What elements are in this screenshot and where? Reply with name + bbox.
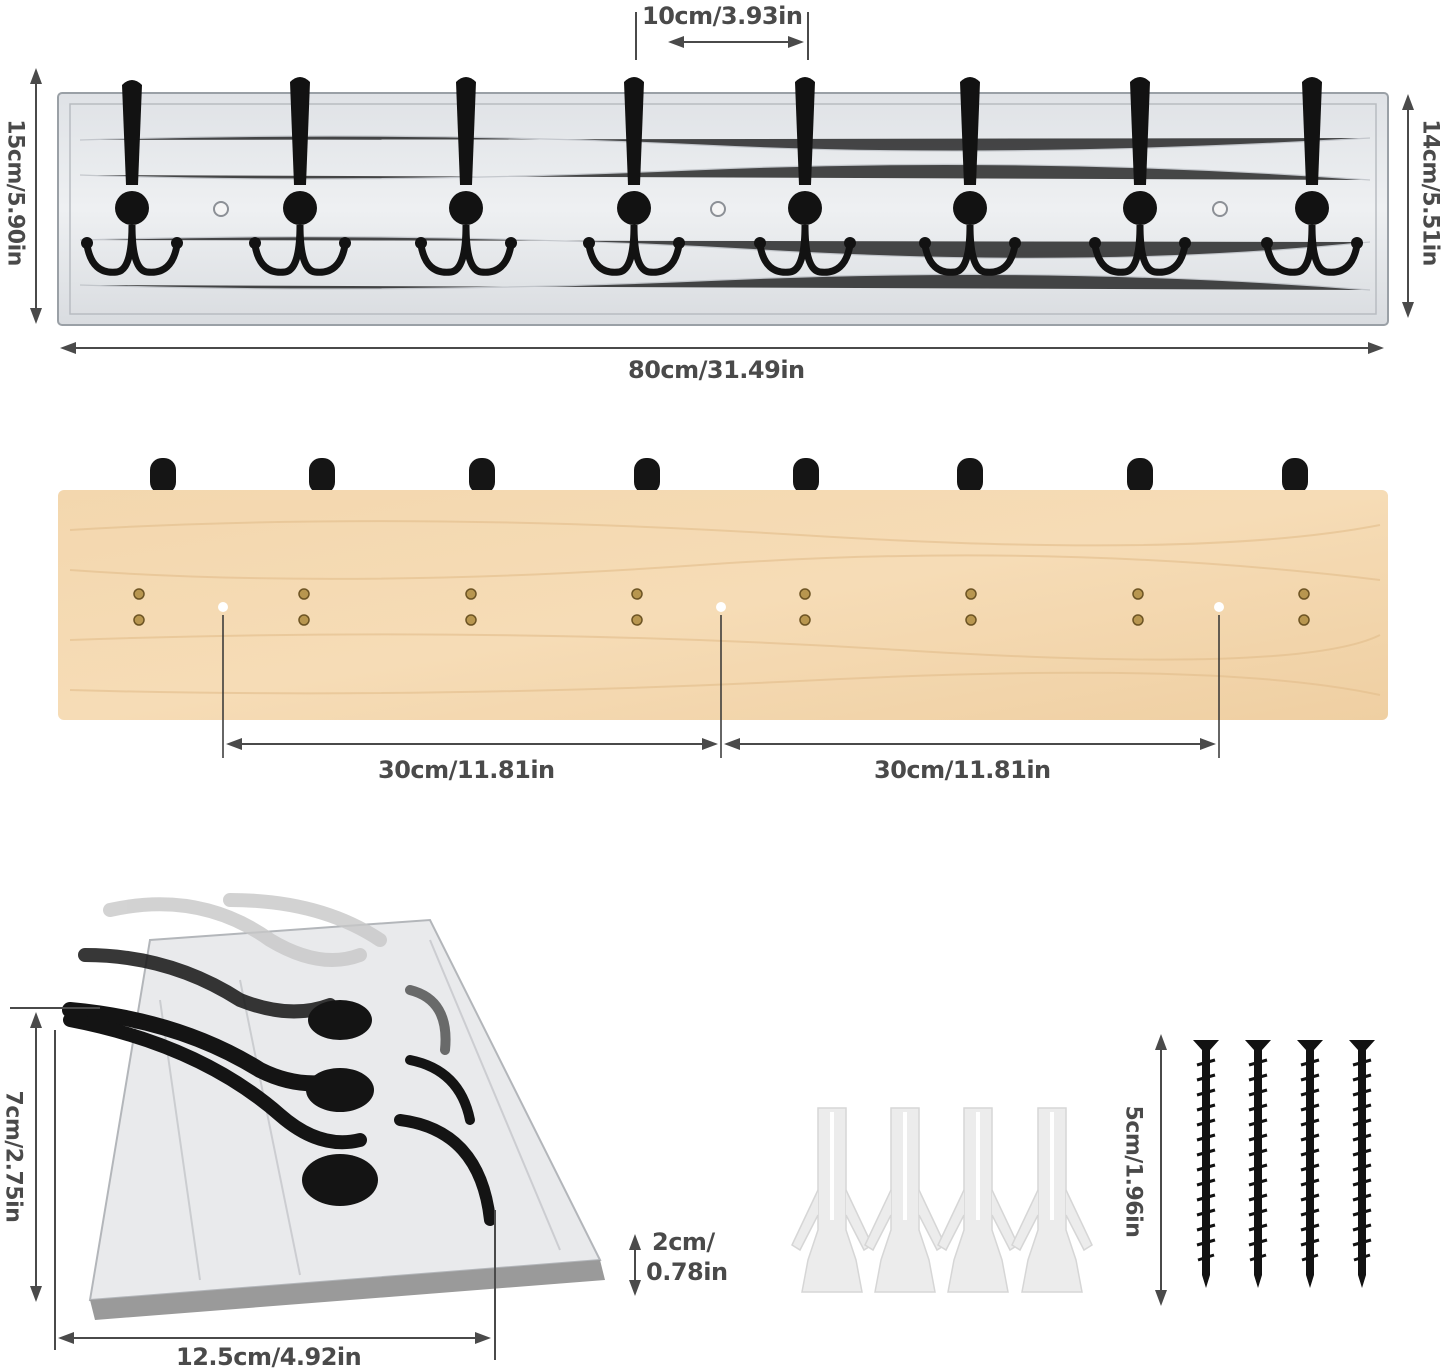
hook-depth-label: 7cm/2.75in (0, 1090, 26, 1223)
board-width-label: 12.5cm/4.92in (176, 1343, 362, 1371)
screws (1193, 1040, 1375, 1288)
board-thickness-label-2: 0.78in (646, 1258, 728, 1286)
side-view: 7cm/2.75in 2cm/ 0.78in 12.5cm/4.92in (0, 880, 760, 1372)
back-screws (133, 588, 1310, 626)
mount-holes (213, 201, 1228, 217)
hook-spacing-label: 10cm/3.93in (642, 2, 803, 30)
screw-length-label: 5cm/1.96in (1120, 1105, 1146, 1238)
side-height-label: 14cm/5.51in (1417, 119, 1443, 266)
hardware: 5cm/1.96in (780, 1020, 1445, 1320)
wall-anchors (791, 1107, 1093, 1293)
total-length-label: 80cm/31.49in (628, 356, 805, 384)
side-hook-knobs (302, 1000, 378, 1206)
front-view-graphic (30, 12, 1414, 354)
front-hooks (81, 77, 1363, 276)
back-view-graphic (58, 458, 1388, 758)
front-height-label: 15cm/5.90in (2, 119, 28, 266)
hole-spacing-right-label: 30cm/11.81in (874, 756, 1051, 784)
side-view-graphic (10, 893, 641, 1360)
board-thickness-label-1: 2cm/ (652, 1228, 715, 1256)
hole-spacing-left-label: 30cm/11.81in (378, 756, 555, 784)
front-view: 10cm/3.93in 15cm/5.90in 14cm/5.51in 80cm… (0, 0, 1445, 400)
back-hook-tips (150, 458, 1308, 494)
hardware-graphic (791, 1034, 1375, 1306)
back-view: 30cm/11.81in 30cm/11.81in (0, 440, 1445, 800)
back-mount-holes (218, 602, 1224, 612)
